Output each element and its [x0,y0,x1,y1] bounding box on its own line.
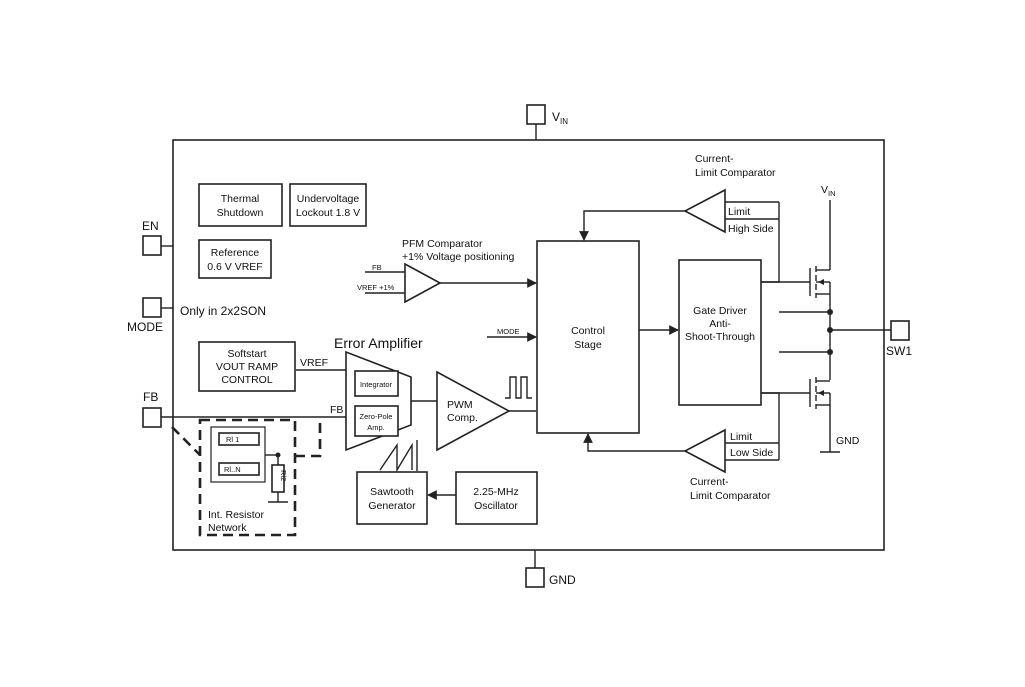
undervoltage-block [289,183,367,227]
pfm-fb-label: FB [372,263,382,272]
reference-line1: Reference [211,247,260,259]
mode-note: Only in 2x2SON [180,304,266,318]
chip-boundary [172,139,885,551]
softstart-line1: Softstart [227,348,266,360]
zero-pole-block [354,405,399,437]
sw1-pin-label: SW1 [886,344,912,358]
en-pin [142,235,162,256]
thermal-shutdown-block [198,183,283,227]
current-limit-high-comparator [683,188,726,234]
resistor-network-boundary [198,418,297,537]
oscillator-line2: Oscillator [474,500,518,512]
cl-bottom-line2: Limit Comparator [690,490,771,502]
current-limit-low-comparator [683,428,726,474]
r1-resistor [218,432,260,446]
sawtooth-waveform [379,442,413,473]
reference-line2: 0.6 V VREF [207,261,262,273]
limit-low-line2: Low Side [730,447,773,459]
integrator-label: Integrator [360,380,393,389]
zero-pole-line2: Amp. [367,423,385,432]
reference-block [198,239,272,279]
limit-low-line1: Limit [730,431,752,443]
resistor-network-line2: Network [208,522,247,534]
oscillator-block [455,471,538,525]
rn-resistor [218,462,260,476]
cl-top-line2: Limit Comparator [695,167,776,179]
mode-input-label: MODE [497,327,520,336]
r1-label: Rl 1 [226,435,239,444]
fb-pin-label: FB [143,390,158,404]
vin-right-label: VIN [821,184,836,198]
vin-pin-label: VIN [552,110,568,126]
gnd-right-label: GND [836,435,860,447]
thermal-line2: Shutdown [217,207,264,219]
cl-bottom-line1: Current- [690,476,729,488]
control-line2: Stage [574,339,602,351]
gate-driver-block [678,259,762,406]
sawtooth-line2: Generator [368,500,416,512]
softstart-line2: VOUT RAMP [216,361,278,373]
pwm-line1: PWM [447,399,473,411]
control-stage-block [536,240,640,434]
oscillator-line1: 2.25-MHz [473,486,519,498]
sawtooth-generator-block [356,471,428,525]
undervoltage-line2: Lockout 1.8 V [296,207,360,219]
undervoltage-line1: Undervoltage [297,193,360,205]
control-line1: Control [571,325,605,337]
softstart-block [198,341,296,392]
vin-pin [526,104,546,125]
zero-pole-line1: Zero-Pole [360,412,393,421]
limit-high-line1: Limit [728,206,750,218]
en-pin-label: EN [142,219,159,233]
r2-label: Rl2 [279,470,288,481]
thermal-line1: Thermal [221,193,260,205]
mode-pin [142,297,162,318]
rn-label: Rl..N [224,465,241,474]
pwm-waveform [505,376,532,399]
integrator-block [354,370,399,397]
softstart-line3: CONTROL [221,374,272,386]
gate-driver-line1: Gate Driver [693,305,747,317]
mode-pin-label: MODE [127,320,163,334]
resistor-network-line1: Int. Resistor [208,509,265,521]
fb-line-label: FB [330,404,343,416]
pwm-line2: Comp. [447,412,478,424]
pfm-title-line1: PFM Comparator [402,238,483,250]
pfm-vref-label: VREF +1% [357,283,395,292]
sw1-pin [890,320,910,341]
high-side-arrow [818,279,824,285]
gate-driver-line3: Shoot-Through [685,331,755,343]
gnd-pin [525,567,545,588]
cl-top-line1: Current- [695,153,734,165]
pwm-comparator [436,370,511,452]
error-amp-title: Error Amplifier [334,335,423,351]
pfm-title-line2: +1% Voltage positioning [402,251,515,263]
pfm-comparator [404,262,442,304]
limit-high-line2: High Side [728,223,774,235]
gnd-pin-label: GND [549,573,576,587]
gate-driver-line2: Anti- [709,318,731,330]
low-side-arrow [818,390,824,396]
sawtooth-line1: Sawtooth [370,486,414,498]
fb-pin [142,407,162,428]
vref-label: VREF [300,357,328,369]
